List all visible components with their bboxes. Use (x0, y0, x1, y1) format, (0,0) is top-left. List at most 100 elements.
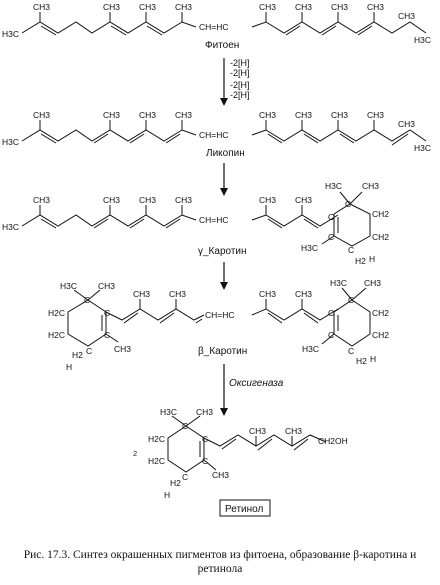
beta-ch3-4: CH3 (295, 289, 312, 299)
retinol-h3c: H3C (160, 407, 177, 417)
beta-ch-eq-hc: CH=HC (205, 310, 235, 320)
beta-right-h2: H2 (356, 356, 367, 366)
retinol-box (219, 499, 271, 517)
hydrogen-step-4: -2[H] (230, 90, 250, 100)
beta-right-ch3: CH3 (364, 278, 381, 288)
phytoene-h3c-right: H3C (414, 35, 431, 45)
lycopene-label: Ликопин (206, 148, 245, 159)
beta-carotene-label: β_Каротин (198, 346, 247, 357)
phytoene-h3c-left: H3C (2, 29, 19, 39)
lycopene-ch3-7: CH3 (331, 110, 348, 120)
gamma-carotene-structure: H3C CH3 CH3 CH3 CH3 CH=HC CH3 CH3 H3C CH… (2, 181, 389, 266)
lycopene-h3c-left: H3C (2, 137, 19, 147)
lycopene-ch3-9: CH3 (398, 119, 415, 129)
retinol-h: H (164, 490, 170, 500)
hydrogen-step-1: -2[H] (230, 58, 250, 68)
retinol-ch2oh: CH2OH (318, 436, 348, 446)
lycopene-ch3-1: CH3 (33, 110, 50, 120)
phytoene-label: Фитоен (205, 40, 239, 51)
gamma-h3c-left: H3C (2, 222, 19, 232)
retinol-h2c-1: H2C (148, 434, 165, 444)
beta-carotene-structure: H3C CH3 C H2C H2C C C C H2 H CH3 CH3 CH3… (48, 278, 389, 372)
phytoene-structure: H3C CH3 CH3 CH3 CH3 CH=HC CH3 CH3 CH3 CH… (2, 2, 431, 51)
beta-right-c4: C (348, 346, 354, 356)
gamma-ring-ch2-2: CH2 (372, 232, 389, 242)
phytoene-ch3-4: CH3 (175, 2, 192, 12)
phytoene-ch3-9: CH3 (398, 11, 415, 21)
beta-right-c2: C (328, 308, 334, 318)
lycopene-ch3-2: CH3 (103, 110, 120, 120)
lycopene-h3c-right: H3C (414, 143, 431, 153)
arrow-3-head (220, 282, 228, 290)
enzyme-label: Оксигеназа (229, 378, 284, 389)
gamma-ring-h3c: H3C (325, 181, 342, 191)
retinol-ring-c1: C (182, 421, 188, 431)
beta-left-ch3: CH3 (98, 281, 115, 291)
phytoene-ch-eq-hc: CH=HC (199, 22, 229, 32)
gamma-ring-c1: C (345, 199, 351, 209)
lycopene-ch3-5: CH3 (259, 110, 276, 120)
gamma-ring-h: H (369, 254, 375, 264)
lycopene-ch3-3: CH3 (139, 110, 156, 120)
beta-right-h3c-bottom: H3C (302, 344, 319, 354)
retinol-h2: H2 (170, 478, 181, 488)
beta-left-c3: C (104, 330, 110, 340)
phytoene-ch3-2: CH3 (103, 2, 120, 12)
gamma-ch3-1: CH3 (33, 195, 50, 205)
beta-ch3-1: CH3 (133, 289, 150, 299)
gamma-carotene-label: γ_Каротин (198, 246, 247, 257)
beta-left-h2c-1: H2C (48, 308, 65, 318)
gamma-ring-ch3-top: CH3 (362, 181, 379, 191)
gamma-ring-c2: C (328, 212, 334, 222)
gamma-ch3-2: CH3 (103, 195, 120, 205)
retinol-ring-c4: C (182, 472, 188, 482)
gamma-ring-c3: C (328, 232, 334, 242)
lycopene-ch3-6: CH3 (295, 110, 312, 120)
phytoene-ch3-1: CH3 (33, 2, 50, 12)
phytoene-ch3-5: CH3 (259, 2, 276, 12)
gamma-ring-h3c-bottom: H3C (301, 243, 318, 253)
beta-left-c1: C (84, 295, 90, 305)
beta-right-c1: C (348, 295, 354, 305)
retinol-label: Ретинол (225, 504, 263, 515)
retinol-ring-c2: C (202, 434, 208, 444)
retinol-ring-c3: C (202, 456, 208, 466)
beta-right-h3c: H3C (330, 278, 347, 288)
beta-left-h: H (66, 362, 72, 372)
retinol-ch3-bottom: CH3 (212, 470, 229, 480)
gamma-ring-h2: H2 (355, 256, 366, 266)
lycopene-ch-eq-hc: CH=HC (199, 130, 229, 140)
arrow-1-head (220, 98, 228, 106)
lycopene-structure: H3C CH3 CH3 CH3 CH3 CH=HC CH3 CH3 CH3 CH… (2, 110, 431, 159)
phytoene-ch3-6: CH3 (295, 2, 312, 12)
gamma-ring-ch2-1: CH2 (372, 209, 389, 219)
gamma-ch-eq-hc: CH=HC (199, 215, 229, 225)
arrow-2-head (220, 188, 228, 196)
retinol-ch3-2: CH3 (285, 426, 302, 436)
retinol-ring-ch3: CH3 (196, 407, 213, 417)
reaction-scheme-svg: H3C CH3 CH3 CH3 CH3 CH=HC CH3 CH3 CH3 CH… (2, 2, 431, 517)
beta-right-ch2-1: CH2 (372, 308, 389, 318)
beta-left-h3c: H3C (60, 281, 77, 291)
beta-left-h2: H2 (72, 350, 83, 360)
phytoene-ch3-7: CH3 (331, 2, 348, 12)
beta-left-c2: C (104, 308, 110, 318)
beta-right-c3: C (328, 330, 334, 340)
retinol-ch3-1: CH3 (249, 426, 266, 436)
beta-ch3-3: CH3 (259, 289, 276, 299)
gamma-ch3-4: CH3 (175, 195, 192, 205)
beta-right-ch2-2: CH2 (372, 330, 389, 340)
phytoene-ch3-8: CH3 (367, 2, 384, 12)
gamma-ch3-3: CH3 (139, 195, 156, 205)
gamma-ch3-5: CH3 (259, 195, 276, 205)
beta-right-h: H (370, 354, 376, 364)
beta-left-c4: C (86, 346, 92, 356)
hydrogen-step-3: -2[H] (230, 80, 250, 90)
beta-left-h2c-2: H2C (48, 330, 65, 340)
phytoene-ch3-3: CH3 (139, 2, 156, 12)
hydrogen-step-2: -2[H] (230, 68, 250, 78)
lycopene-ch3-4: CH3 (175, 110, 192, 120)
lycopene-ch3-8: CH3 (367, 110, 384, 120)
retinol-structure: H3C CH3 C H2C H2C C C C H2 H CH3 CH3 CH3… (133, 407, 348, 517)
